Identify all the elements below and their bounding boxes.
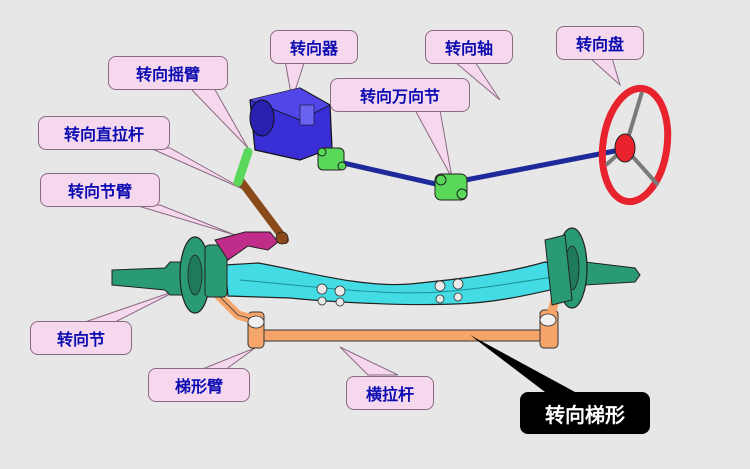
steering-shaft <box>327 147 623 188</box>
label-universal-joint: 转向万向节 <box>330 78 470 112</box>
pointer-steering-knuckle <box>84 289 179 323</box>
drag-link <box>236 176 289 244</box>
pointer-trapezoid-arm <box>199 347 256 371</box>
label-steering-knuckle: 转向节 <box>30 321 132 355</box>
pitman-arm <box>233 147 253 187</box>
pointer-tie-rod <box>339 346 399 376</box>
label-steering-shaft: 转向轴 <box>425 30 513 64</box>
pointer-steering-wheel <box>588 57 621 87</box>
label-pitman-arm: 转向摇臂 <box>108 56 228 90</box>
label-steering-trapezoid: 转向梯形 <box>520 392 650 434</box>
label-steering-gear: 转向器 <box>270 30 358 64</box>
label-tie-rod: 横拉杆 <box>346 376 434 410</box>
right-knuckle <box>544 227 641 309</box>
label-knuckle-arm: 转向节臂 <box>40 173 160 207</box>
left-knuckle <box>111 236 228 314</box>
tie-rod-assembly <box>210 287 560 349</box>
label-steering-wheel: 转向盘 <box>556 26 644 60</box>
pointer-universal-joint <box>414 109 453 179</box>
steering-gear <box>249 87 333 161</box>
label-drag-link: 转向直拉杆 <box>38 116 170 150</box>
pointer-knuckle-arm <box>134 204 236 236</box>
label-trapezoid-arm: 梯形臂 <box>148 368 250 402</box>
pointer-drag-link <box>149 147 246 191</box>
pointer-pitman-arm <box>188 87 249 149</box>
knuckle-arm <box>214 231 279 261</box>
pointer-steering-trapezoid <box>470 335 575 392</box>
steering-wheel <box>598 84 672 206</box>
front-axle <box>224 261 573 307</box>
universal-joints <box>317 147 468 201</box>
